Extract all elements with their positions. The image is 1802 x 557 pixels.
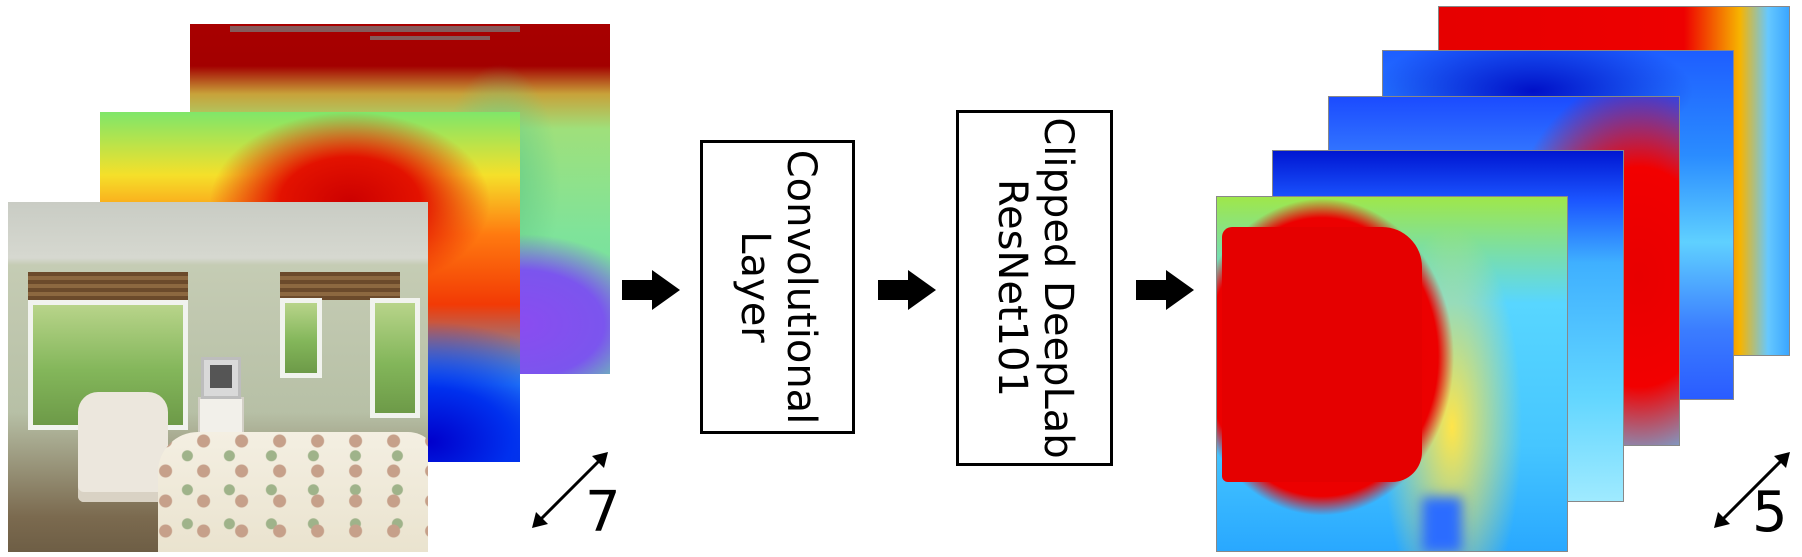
- input-depth-double-arrow-icon: [532, 452, 608, 528]
- deeplab-label: Clipped DeepLab ResNet101: [988, 117, 1081, 459]
- output-channel-count: 5: [1752, 480, 1788, 545]
- output-map-1: [1216, 196, 1568, 552]
- conv-layer-block: Convolutional Layer: [700, 140, 855, 434]
- output-depth-double-arrow-icon: [1714, 452, 1790, 528]
- flow-arrow-2-icon: [878, 270, 938, 310]
- input-channel-count: 7: [585, 480, 621, 545]
- deeplab-block: Clipped DeepLab ResNet101: [956, 110, 1113, 466]
- input-rgb-photo: [8, 202, 428, 552]
- conv-layer-label: Convolutional Layer: [731, 149, 824, 425]
- flow-arrow-1-icon: [622, 270, 682, 310]
- flow-arrow-3-icon: [1136, 270, 1196, 310]
